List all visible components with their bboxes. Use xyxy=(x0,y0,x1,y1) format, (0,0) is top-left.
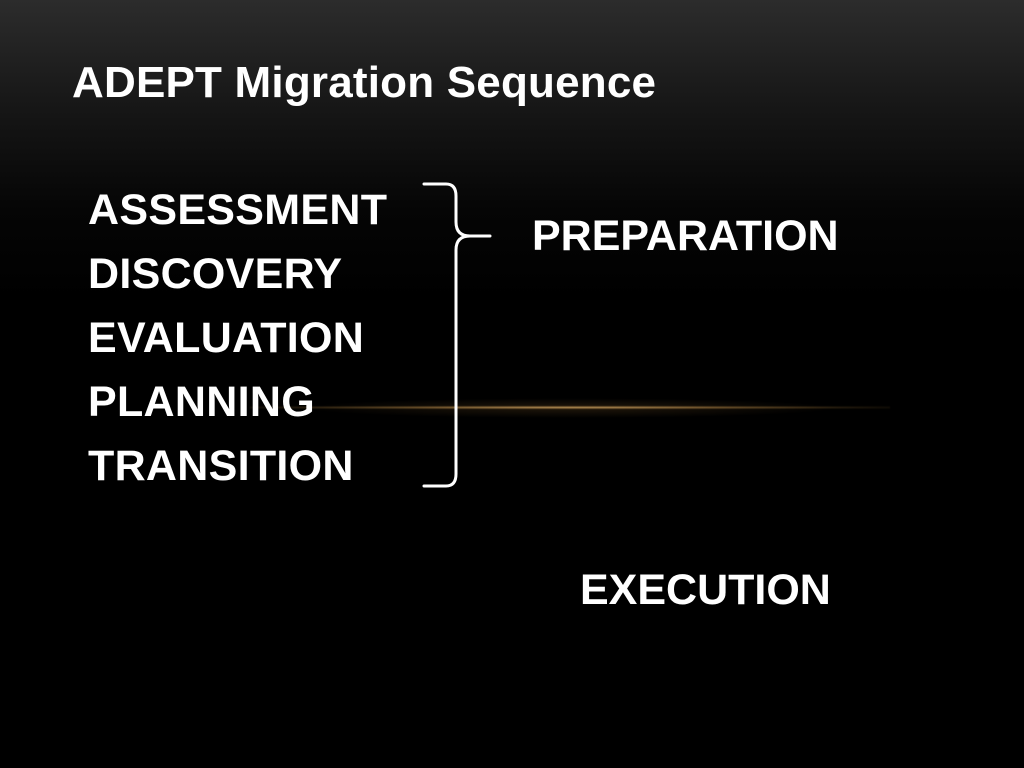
right-brace-icon xyxy=(422,182,492,488)
phase-item: PLANNING xyxy=(88,378,315,426)
decorative-glow-line xyxy=(250,406,890,409)
preparation-label: PREPARATION xyxy=(532,212,839,260)
phase-list: ASSESSMENT DISCOVERY EVALUATION PLANNING… xyxy=(88,178,387,498)
slide-title: ADEPT Migration Sequence xyxy=(72,58,657,107)
phase-item: EVALUATION xyxy=(88,314,365,362)
phase-item: TRANSITION xyxy=(88,442,354,490)
phase-item: DISCOVERY xyxy=(88,250,343,298)
execution-label: EXECUTION xyxy=(580,566,831,614)
phase-item: ASSESSMENT xyxy=(88,186,388,234)
